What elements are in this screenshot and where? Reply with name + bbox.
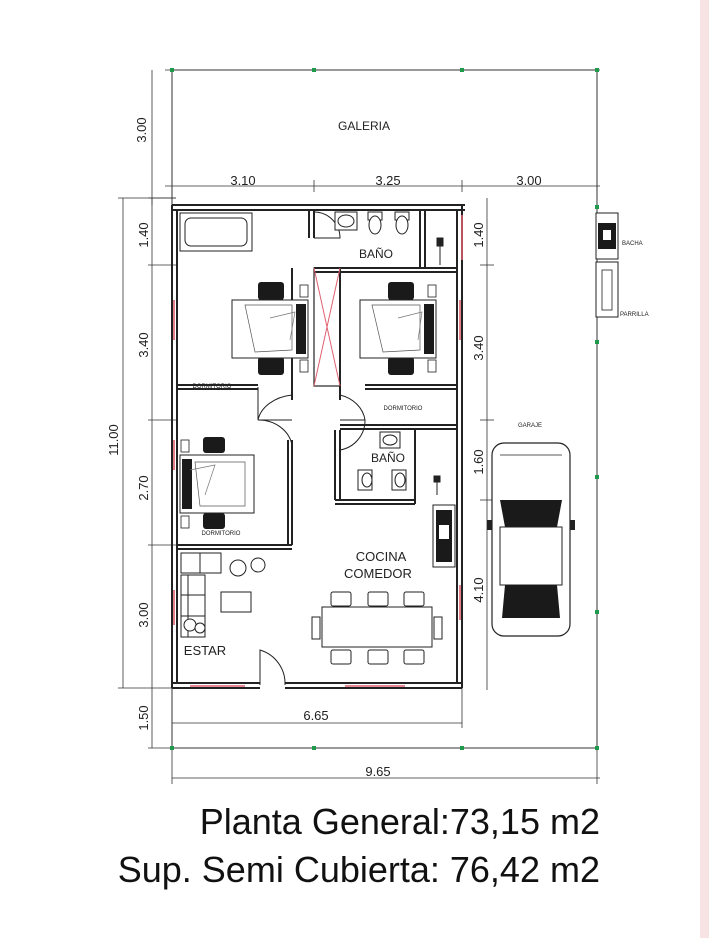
dim-right-4: 4.10 xyxy=(471,577,486,602)
dim-bottom-inner: 6.65 xyxy=(303,708,328,723)
dim-top-total: 3.00 xyxy=(134,117,149,142)
dim-left-4: 3.00 xyxy=(136,602,151,627)
dim-right-3: 1.60 xyxy=(471,449,486,474)
column-markers xyxy=(170,68,599,750)
label-parrilla: PARRILLA xyxy=(620,312,649,318)
bed-left-top xyxy=(231,282,309,375)
bathtub xyxy=(179,212,253,252)
label-estar: ESTAR xyxy=(184,643,226,658)
label-bano-top: BAÑO xyxy=(359,247,393,261)
bathroom-fixtures-mid xyxy=(357,431,441,495)
label-bano-mid: BAÑO xyxy=(371,451,405,465)
kitchen-sink xyxy=(432,504,456,568)
bed-left-mid xyxy=(179,437,255,529)
dim-bottom-total: 9.65 xyxy=(365,764,390,779)
dim-left-3: 2.70 xyxy=(136,475,151,500)
label-dormitorio-2: DORMITORIO xyxy=(384,406,423,412)
bed-right-top xyxy=(359,282,437,375)
dim-left-2: 3.40 xyxy=(136,332,151,357)
dim-right-1: 1.40 xyxy=(471,222,486,247)
bacha-parrilla xyxy=(595,212,619,318)
dim-left-5: 1.50 xyxy=(136,705,151,730)
dim-col1: 3.10 xyxy=(230,173,255,188)
label-garaje: GARAJE xyxy=(518,423,542,429)
label-comedor: COMEDOR xyxy=(344,566,412,581)
car-icon xyxy=(487,442,575,637)
doors xyxy=(257,211,366,686)
label-bacha: BACHA xyxy=(622,241,643,247)
dim-left-total: 11.00 xyxy=(106,424,121,456)
dim-left-1: 1.40 xyxy=(136,222,151,247)
dim-right-2: 3.40 xyxy=(471,335,486,360)
label-dormitorio-3: DORMITORIO xyxy=(202,531,241,537)
dining-set xyxy=(311,591,443,665)
floor-plan: 3.00 3.10 3.25 3.00 11.00 1.40 3.40 2.70… xyxy=(106,68,649,784)
label-dormitorio-1: DORMITORIO xyxy=(193,384,232,390)
page-edge-band xyxy=(700,0,709,938)
dim-col3: 3.00 xyxy=(516,173,541,188)
living-furniture xyxy=(180,552,266,638)
label-galeria: GALERIA xyxy=(338,119,390,133)
caption-semi-cubierta: Sup. Semi Cubierta: 76,42 m2 xyxy=(117,849,600,890)
windows xyxy=(173,215,463,687)
label-cocina: COCINA xyxy=(356,549,407,564)
dim-col2: 3.25 xyxy=(375,173,400,188)
caption-planta-general: Planta General:73,15 m2 xyxy=(199,801,600,842)
bathroom-fixtures-top xyxy=(334,211,444,265)
